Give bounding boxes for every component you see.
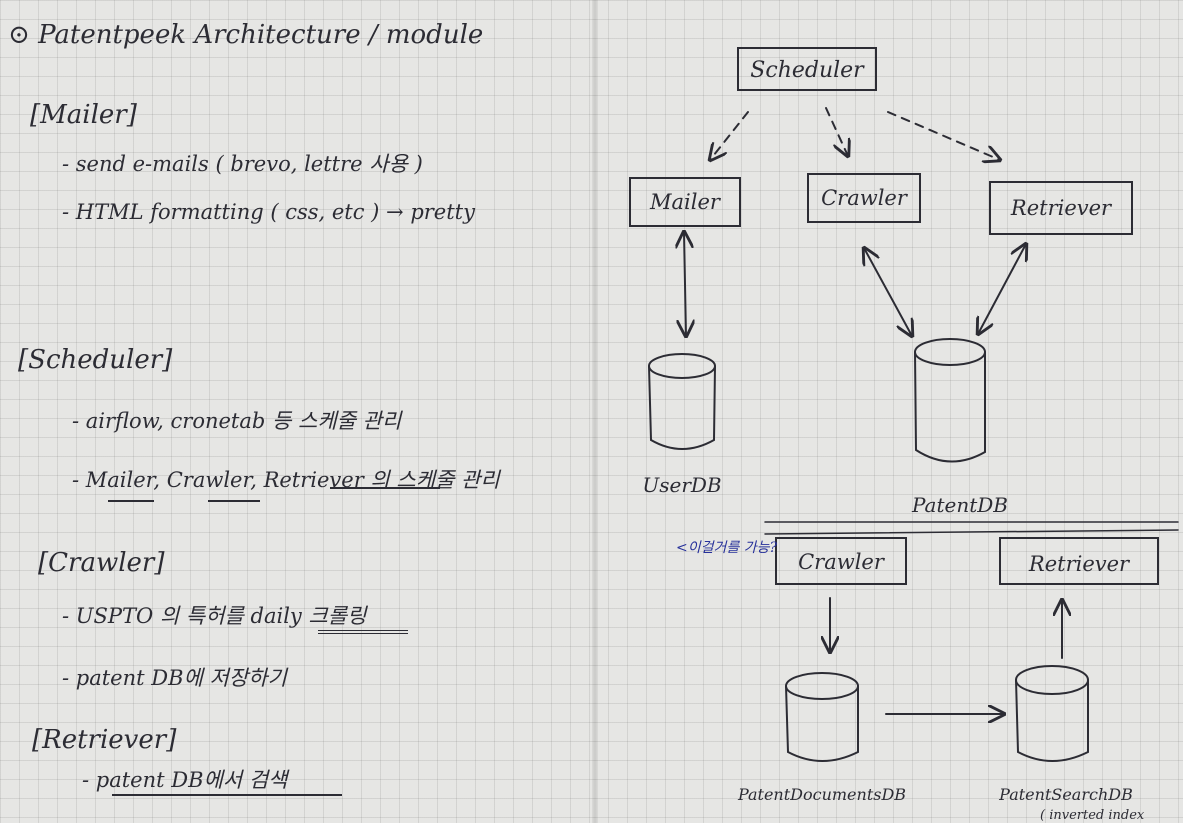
arrow-scheduler-retriever [887, 111, 1000, 160]
userdb-label: UserDB [642, 473, 721, 497]
underline-retriever-bullet [112, 794, 342, 796]
underline-crawler [208, 500, 260, 502]
section-heading-crawler: [Crawler] [38, 548, 165, 578]
retriever-box-bottom [999, 537, 1159, 585]
scheduler-box [737, 47, 877, 91]
arrow-crawler-patentdb [864, 248, 912, 336]
notes-title-text: Patentpeek Architecture / module [38, 20, 484, 50]
arrow-retriever-patentdb [978, 244, 1026, 334]
mailer-bullet-2: - HTML formatting ( css, etc ) → pretty [62, 200, 475, 224]
arrow-mailer-userdb [684, 232, 686, 336]
userdb-cylinder [648, 353, 716, 450]
notes-title: ⊙ Patentpeek Architecture / module [8, 20, 483, 50]
section-heading-mailer: [Mailer] [30, 100, 137, 130]
patentdb-cylinder [914, 338, 986, 463]
bottom-annotation: <이걸거를 가능? [676, 540, 777, 556]
mailer-label-top: Mailer [649, 190, 722, 214]
patentdocumentsdb-label: PatentDocumentsDB [737, 785, 906, 804]
underline-daily [318, 630, 408, 634]
scheduler-bullet-1: - airflow, cronetab 등 스케줄 관리 [72, 409, 402, 433]
crawler-label-bottom: Crawler [798, 550, 886, 574]
separator-line-2 [764, 529, 1179, 535]
underline-retriever [330, 487, 440, 489]
section-heading-retriever: [Retriever] [32, 725, 177, 755]
crawler-bullet-2: - patent DB에 저장하기 [62, 666, 287, 690]
retriever-bullet-1: - patent DB에서 검색 [82, 768, 288, 792]
retriever-box-top [989, 181, 1133, 235]
circle-bullet-icon: ⊙ [8, 20, 39, 50]
arrow-scheduler-crawler [825, 107, 848, 156]
retriever-label-bottom: Retriever [1028, 552, 1131, 576]
crawler-box-bottom [775, 537, 907, 585]
crawler-box-top [807, 173, 921, 223]
underline-mailer [108, 500, 154, 502]
mailer-box-top [629, 177, 741, 227]
notebook-fold [592, 0, 598, 823]
crawler-label-top: Crawler [821, 186, 909, 210]
mailer-bullet-2-text: - HTML formatting ( css, etc ) → pretty [62, 200, 475, 224]
patentsearchdb-cylinder [1015, 665, 1089, 762]
section-heading-scheduler: [Scheduler] [18, 345, 173, 375]
patentdb-label: PatentDB [911, 493, 1008, 517]
crawler-bullet-1: - USPTO 의 특허를 daily 크롤링 [62, 604, 367, 628]
patentdocumentsdb-cylinder [785, 672, 859, 762]
patentsearchdb-label: PatentSearchDB [998, 785, 1133, 804]
arrow-scheduler-mailer [710, 111, 749, 160]
scheduler-label: Scheduler [750, 58, 865, 83]
partial-note: ( inverted index [1040, 808, 1145, 823]
retriever-label-top: Retriever [1010, 196, 1113, 220]
mailer-bullet-1: - send e-mails ( brevo, lettre 사용 ) [62, 152, 423, 176]
